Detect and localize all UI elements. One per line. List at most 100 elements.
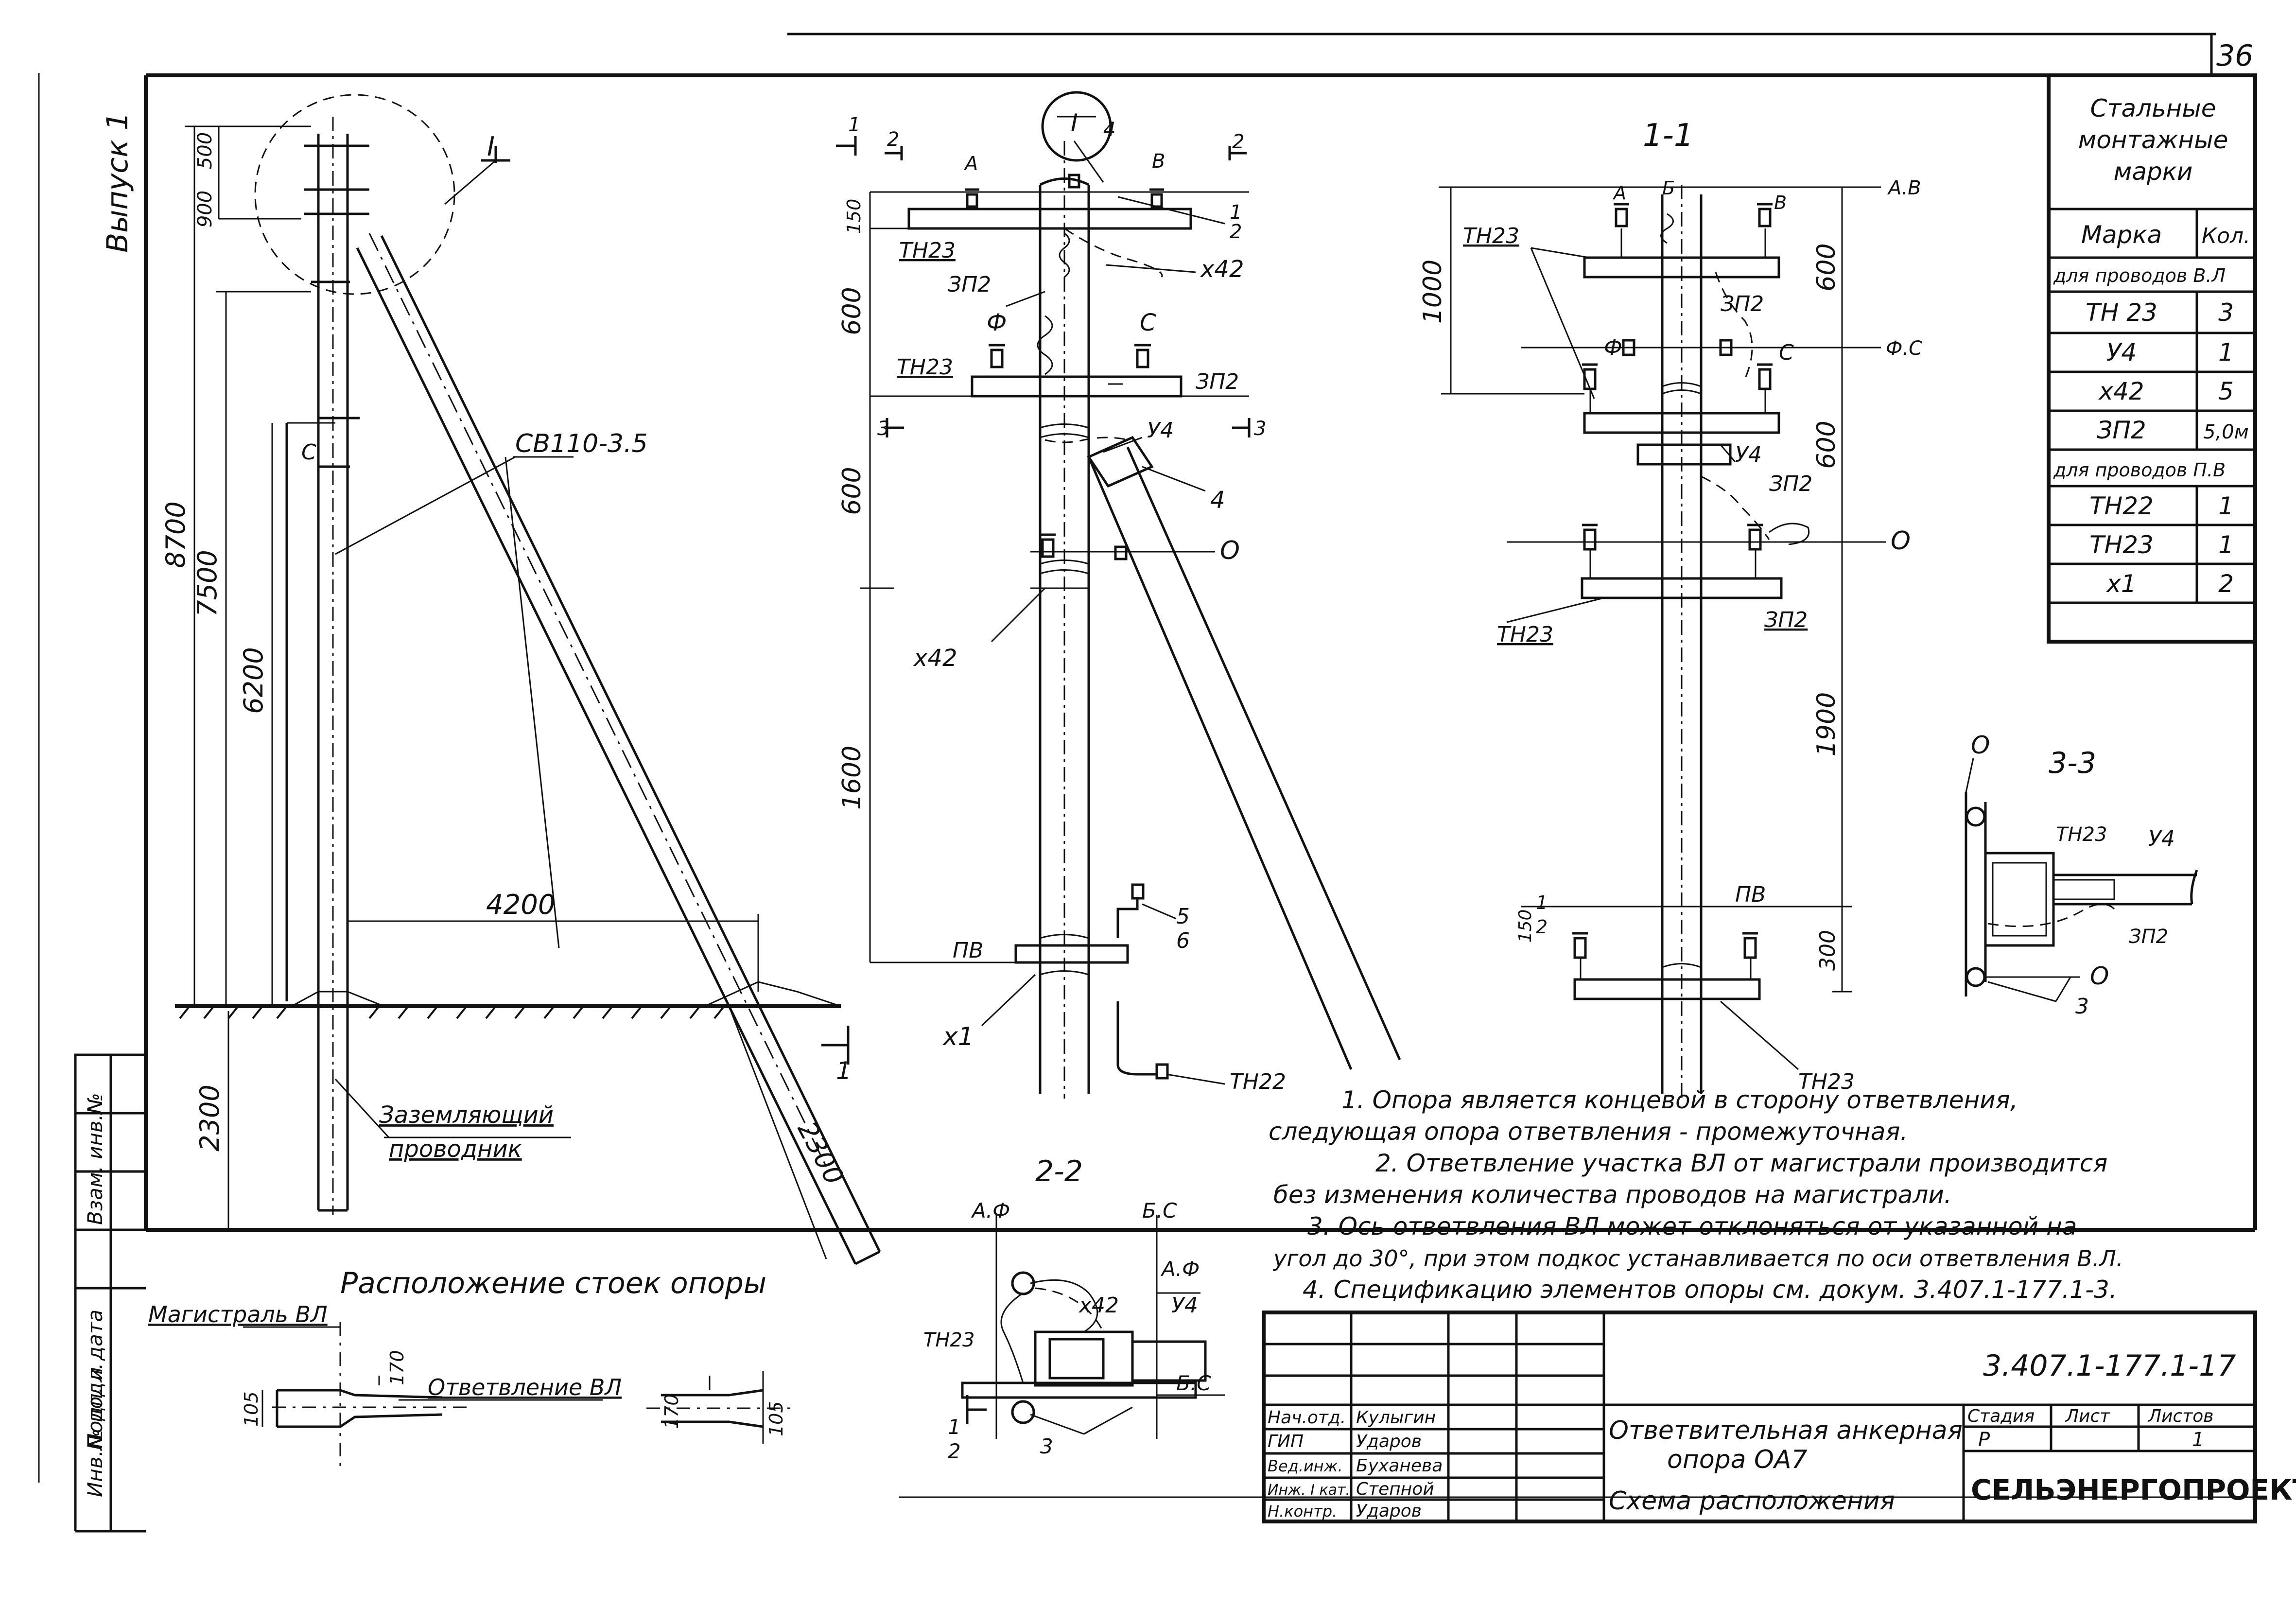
tb-title-1: Ответвительная анкерная <box>1609 1416 1963 1445</box>
view-I-x42-1: x42 <box>1200 256 1244 283</box>
view-3-3-o2: О <box>2090 962 2109 990</box>
plan-dim-1: 105 <box>241 1391 262 1427</box>
view-1-1-dim-150: 150 <box>1515 909 1535 943</box>
note-line-6: угол до 30°, при этом подкос устанавлива… <box>1272 1245 2123 1272</box>
view-1-1-g: С <box>1779 340 1794 365</box>
view-I-pv: ПВ <box>953 938 983 963</box>
ground-wire-label-1: Заземляющий <box>379 1101 554 1129</box>
view-2-2-x42: x42 <box>1078 1293 1119 1318</box>
tb-stage: Р <box>1978 1429 1990 1451</box>
spec-row2-qty: 1 <box>2218 338 2234 367</box>
view-I-n4: 4 <box>1103 119 1115 141</box>
tb-stage-h: Стадия <box>1967 1406 2035 1426</box>
dim-span: 4200 <box>486 889 556 921</box>
view-I-u4: У4 <box>1147 418 1174 443</box>
wire-mark-label: СВ110-3.5 <box>515 429 648 458</box>
view-3-3-zp2: ЗП2 <box>2129 926 2168 948</box>
view-1-1-tn23: ТН23 <box>1463 224 1519 248</box>
view-I-tn23-2: ТН23 <box>897 355 953 380</box>
view-I <box>836 91 1401 1099</box>
dim-embed: 2300 <box>194 1084 225 1151</box>
view-2-2-s1: 1 <box>948 1415 961 1439</box>
plan-mainline-label: Магистраль ВЛ <box>148 1301 328 1328</box>
plan-branch-label: Ответвление ВЛ <box>428 1374 622 1400</box>
view-I-s3b: 3 <box>1254 418 1266 440</box>
spec-title-3: марки <box>2114 157 2193 186</box>
spec-row1-qty: 3 <box>2218 298 2234 327</box>
view-1-1-f: Ф <box>1604 335 1622 360</box>
plan-view <box>243 1322 797 1468</box>
view-2-2-title: 2-2 <box>1035 1154 1083 1189</box>
view-2-2-bc: Б.С <box>1142 1199 1177 1223</box>
spec-title-1: Стальные <box>2090 94 2216 122</box>
tb-subtitle: Схема расположения <box>1609 1486 1895 1516</box>
view-3-3-o: О <box>1971 731 1990 759</box>
view-2-2-af: А.Ф <box>971 1199 1010 1223</box>
view-1-1-tn23-2: ТН23 <box>1497 622 1553 647</box>
view-3-3-title: 3-3 <box>2049 746 2096 780</box>
view-3-3-u4: У4 <box>2148 826 2175 851</box>
view-2-2-tn23: ТН23 <box>923 1329 974 1351</box>
spec-row5-mark: ТН22 <box>2089 492 2154 520</box>
view-I-dim-600a: 600 <box>837 287 867 335</box>
spec-row4-qty: 5,0м <box>2203 421 2249 443</box>
note-line-7: 4. Спецификацию элементов опоры см. доку… <box>1303 1276 2117 1304</box>
main-elevation-view <box>175 94 881 1265</box>
spec-title-2: монтажные <box>2078 126 2228 154</box>
view-I-a: А <box>963 153 978 175</box>
view-I-s2: 2 <box>887 128 899 151</box>
view-2-2-bc2: Б.С <box>1176 1371 1211 1395</box>
plan-dim-2: 170 <box>386 1350 408 1385</box>
tb-title-2: опора ОА7 <box>1667 1445 1808 1474</box>
main-top-marker: I <box>487 131 495 162</box>
view-1-1-pv: ПВ <box>1735 882 1766 907</box>
view-I-dim-150: 150 <box>843 199 865 234</box>
view-I-s2c: 2 <box>1230 221 1242 243</box>
spec-row7-mark: x1 <box>2105 570 2136 598</box>
view-2-2-n3: 3 <box>1040 1434 1053 1458</box>
tb-name-4: Степной <box>1356 1479 1434 1499</box>
view-I-f: Ф <box>987 309 1007 336</box>
view-I-c: С <box>1140 309 1156 336</box>
spec-row2-mark: У4 <box>2106 338 2137 367</box>
tb-sheet-h: Лист <box>2065 1406 2110 1426</box>
view-I-n6: 6 <box>1176 928 1190 953</box>
view-2-2 <box>961 1215 1225 1439</box>
view-1-1-fc: Ф.С <box>1886 337 1922 360</box>
note-line-3: 2. Ответвление участка ВЛ от магистрали … <box>1375 1149 2107 1177</box>
tb-role-1: Нач.отд. <box>1268 1408 1346 1428</box>
spec-row6-qty: 1 <box>2218 531 2234 559</box>
tb-name-3: Буханева <box>1356 1456 1443 1476</box>
view-2-2-af2: А.Ф <box>1160 1257 1200 1281</box>
spec-row3-mark: x42 <box>2098 377 2144 405</box>
plan-dim-4: 105 <box>765 1401 787 1436</box>
tb-organization: СЕЛЬЭНЕРГОПРОЕКТ <box>1971 1473 2296 1506</box>
view-1-1-dim-600a: 600 <box>1812 243 1841 291</box>
tb-role-2: ГИП <box>1268 1432 1304 1451</box>
view-I-dim-600b: 600 <box>837 467 867 515</box>
tb-name-5: Ударов <box>1356 1501 1422 1521</box>
dim-top-2: 900 <box>194 191 216 227</box>
view-1-1-tn23-3: ТН23 <box>1798 1069 1855 1094</box>
page-number: 36 <box>2216 39 2253 73</box>
note-line-4: без изменения количества проводов на маг… <box>1273 1181 1952 1209</box>
view-1-1-vg: В <box>1774 192 1787 213</box>
tb-name-1: Кулыгин <box>1356 1408 1436 1428</box>
view-I-x1: x1 <box>942 1022 974 1051</box>
view-1-1-u4: У4 <box>1735 442 1762 467</box>
spec-row4-mark: ЗП2 <box>2097 416 2146 444</box>
tb-sheets: 1 <box>2192 1429 2204 1451</box>
view-2-2-u4: У4 <box>1171 1293 1198 1318</box>
dim-top-1: 500 <box>194 132 216 169</box>
tb-role-5: Н.контр. <box>1268 1502 1337 1521</box>
strip-repl-inv: Взам. инв.№ <box>83 1093 107 1225</box>
view-I-zp2-b: ЗП2 <box>1196 369 1239 394</box>
view-I-s3a: 3 <box>877 418 889 440</box>
view-I-tn22: ТН22 <box>1230 1069 1286 1094</box>
view-I-dim-1600: 1600 <box>837 746 867 810</box>
spec-row7-qty: 2 <box>2218 570 2234 598</box>
view-I-s1b: 1 <box>1230 201 1242 224</box>
view-1-1-bg: Б <box>1662 177 1675 199</box>
view-1-1-s2: 2 <box>1536 916 1548 938</box>
note-line-2: следующая опора ответвления - промежуточ… <box>1269 1118 1908 1146</box>
